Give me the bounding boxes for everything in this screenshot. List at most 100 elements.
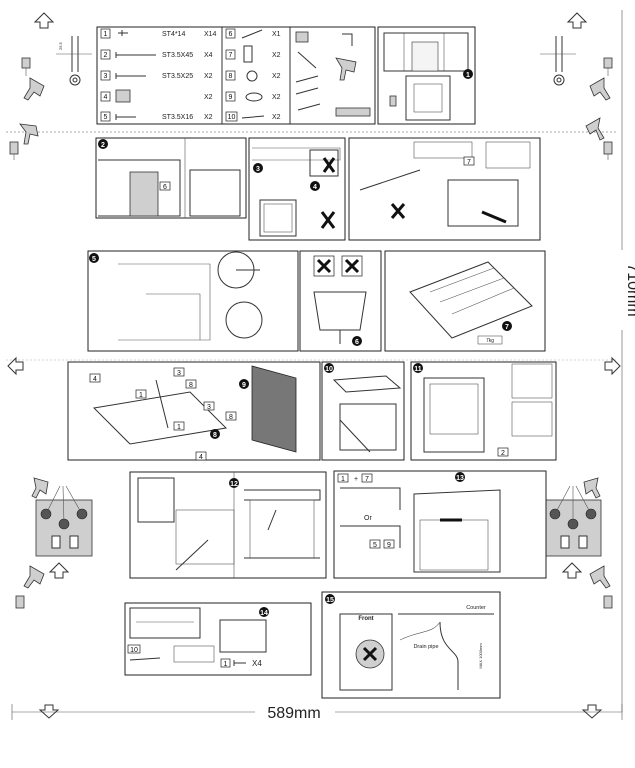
front-label: Front	[358, 616, 373, 622]
callout: 1	[177, 424, 181, 431]
part-number: 6	[229, 31, 233, 38]
tape-measure-icon	[295, 31, 309, 43]
max-label: MAX 1000mm	[478, 643, 483, 669]
svg-text:4: 4	[313, 184, 317, 191]
drill-icon	[23, 77, 45, 101]
parts-row: 6 X1	[225, 28, 281, 39]
callout: 2	[501, 450, 505, 457]
svg-text:5: 5	[92, 256, 96, 263]
tools-column	[295, 31, 371, 117]
parts-row: 4 X2	[100, 89, 213, 103]
step-badge	[463, 69, 473, 79]
callout: 7	[467, 159, 471, 166]
prohibited-icon	[344, 258, 360, 274]
step-3-4-panel: 3 4	[248, 137, 346, 241]
part-number: 7	[229, 52, 233, 59]
left-top-bracket-detail: 25.5	[21, 36, 92, 86]
right-top-bracket-detail	[540, 36, 613, 86]
step-14-panel: 10 14 1 X4	[124, 602, 312, 676]
prohibited-icon	[362, 646, 378, 662]
svg-text:8: 8	[213, 432, 217, 439]
drill-icon	[31, 477, 49, 499]
step-badge	[502, 321, 512, 331]
part-qty: X14	[204, 31, 217, 38]
part-number: 1	[104, 31, 108, 38]
screw-short-icon	[233, 660, 246, 666]
step-badge	[229, 478, 239, 488]
step-2-panel: 6 2	[95, 137, 247, 219]
parts-row: 8 X2	[225, 70, 281, 82]
part-qty: X2	[272, 52, 281, 59]
part-qty: X2	[204, 94, 213, 101]
step-7-panel: 7 7kg	[384, 250, 546, 352]
drain-label: Drain pipe	[413, 644, 438, 650]
arrow-up-icon	[566, 12, 588, 29]
step-badge	[253, 163, 263, 173]
screw-short-icon	[118, 30, 128, 36]
step-badge	[325, 594, 335, 604]
arrow-up-icon	[33, 12, 55, 29]
level-icon	[335, 107, 371, 117]
part-number: 8	[229, 73, 233, 80]
part-qty: X2	[204, 73, 213, 80]
arrow-up-icon	[561, 562, 583, 579]
drill-icon	[19, 123, 39, 145]
drill-icon	[589, 565, 611, 589]
step-11-panel: 11 2	[410, 361, 557, 461]
part-number: 2	[104, 52, 108, 59]
strip-icon	[241, 115, 265, 119]
part-number: 5	[104, 114, 108, 121]
svg-text:3: 3	[256, 166, 260, 173]
part-qty: X2	[204, 114, 213, 121]
drill-icon	[585, 117, 605, 141]
hook-icon	[241, 29, 263, 39]
step-12-panel: 12	[129, 471, 327, 579]
callout: 3	[207, 404, 211, 411]
step-15-panel: 15 Front Counter Drain pipe MAX 1000mm	[321, 591, 501, 699]
svg-text:15: 15	[326, 597, 334, 604]
part-qty: X2	[272, 114, 281, 121]
callout: 7	[365, 476, 369, 483]
step-badge	[324, 363, 334, 373]
callout: 3	[177, 370, 181, 377]
part-code: ST3.5X16	[162, 114, 193, 121]
part-number: 9	[229, 94, 233, 101]
part-qty: X2	[272, 94, 281, 101]
svg-text:13: 13	[456, 475, 464, 482]
callout: 6	[163, 184, 167, 191]
svg-text:7: 7	[505, 324, 509, 331]
callout-plus: +	[354, 476, 358, 483]
part-code: ST3.5X45	[162, 52, 193, 59]
step-13-panel: 1 + 7 Or 5 9 13	[333, 470, 547, 579]
drill-icon	[23, 565, 45, 589]
svg-text:10: 10	[325, 366, 333, 373]
step-6-panel: 6	[299, 250, 382, 352]
step-badge	[352, 336, 362, 346]
bracket-icon	[115, 89, 131, 103]
step-badge	[210, 429, 220, 439]
part-code: ST4*14	[162, 31, 185, 38]
parts-row: 5 ST3.5X16 X2	[100, 111, 213, 122]
arrow-up-icon	[48, 562, 70, 579]
left-bottom-bracket	[15, 595, 25, 609]
svg-text:2: 2	[101, 142, 105, 149]
step-1-panel: 1	[377, 26, 476, 125]
step-badge	[259, 607, 269, 617]
svg-text:14: 14	[260, 610, 268, 617]
drill-icon	[589, 77, 611, 101]
step-3-4-right-panel: 7	[348, 137, 541, 241]
parts-table: 1 ST4*14 X14 2 ST3.5X45 X4 3 ST3.5X25 X2…	[96, 26, 376, 125]
callout: 8	[189, 382, 193, 389]
screw-long-icon	[115, 52, 156, 58]
part-number: 3	[104, 73, 108, 80]
callout: 1	[224, 661, 228, 668]
parts-row: 1 ST4*14 X14	[100, 28, 217, 39]
step-badge	[310, 181, 320, 191]
callout: 1	[139, 392, 143, 399]
svg-text:12: 12	[230, 481, 238, 488]
parts-row: 7 X2	[225, 45, 281, 63]
plate-icon	[243, 45, 253, 63]
left-small-bracket	[9, 141, 19, 160]
screwdriver-icon	[295, 75, 319, 83]
